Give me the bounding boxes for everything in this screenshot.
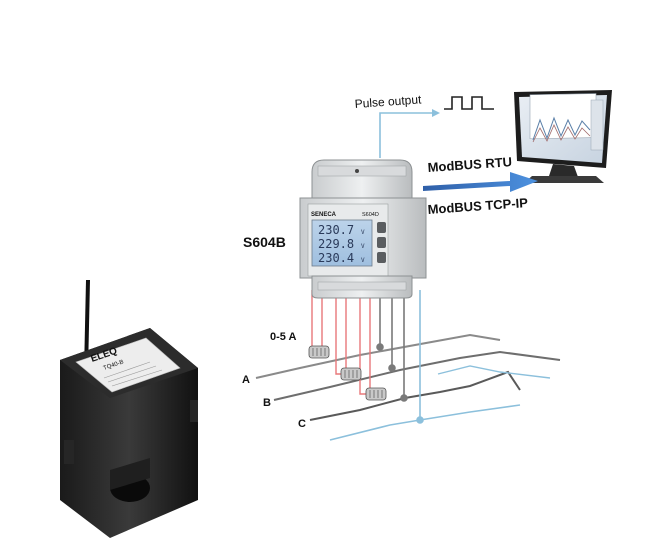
display-unit-2: V [361,243,365,250]
display-reading-1: 230.7 [318,223,354,237]
line-current-transformers [308,345,387,401]
meter-button-down [377,252,386,263]
pulse-output-label: Pulse output [354,92,422,111]
phase-label-c: C [298,418,306,430]
computer-monitor-icon [514,90,612,183]
meter-button-enter [377,237,386,248]
meter-button-up [377,222,386,233]
modbus-tcp-label: ModBUS TCP-IP [427,195,529,217]
meter-panel-model: S604D [362,212,379,218]
meter-model-label: S604B [243,234,286,250]
modbus-arrow: ModBUS RTU ModBUS TCP-IP [423,154,538,217]
voltage-taps [376,290,424,424]
split-core-ct-sensor: ELEQ TQ40-B [60,279,198,538]
pulse-output-connection: Pulse output [354,92,494,158]
pulse-waveform-icon [444,96,494,110]
phase-label-b: B [263,397,271,409]
display-unit-1: V [361,229,365,236]
phase-label-a: A [242,374,250,386]
power-meter: SENECA S604D 230.7 229.8 230.4 V V V [299,159,427,299]
display-reading-2: 229.8 [318,237,354,251]
display-reading-3: 230.4 [318,251,354,265]
modbus-rtu-label: ModBUS RTU [427,154,512,175]
display-unit-3: V [361,257,365,264]
meter-brand-label: SENECA [311,212,337,218]
ct-range-label: 0-5 A [270,331,297,343]
